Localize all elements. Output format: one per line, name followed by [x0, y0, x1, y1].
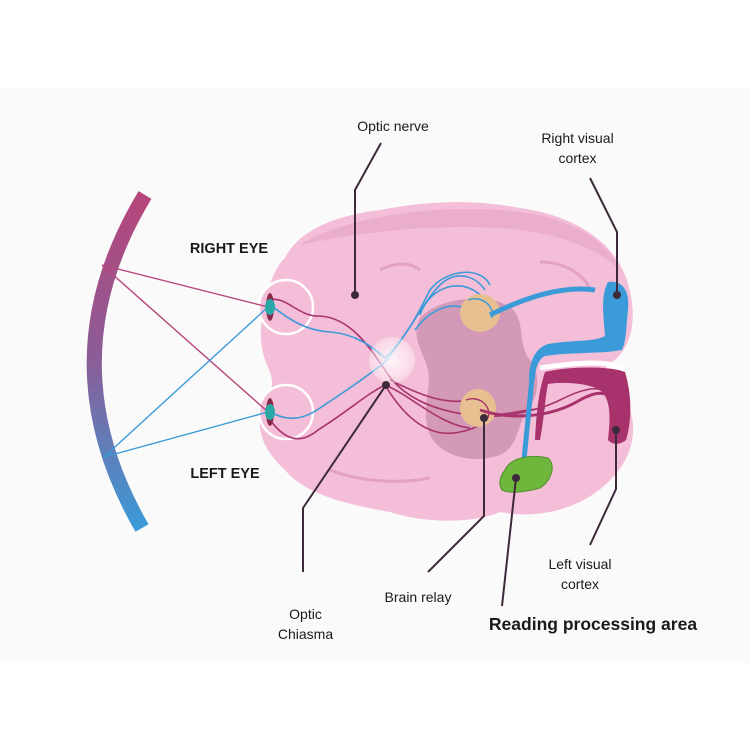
- brain-midline-notch: [539, 360, 627, 373]
- left-eye-label: LEFT EYE: [175, 464, 275, 485]
- right-cortex-to-reading-connector: [521, 377, 535, 461]
- leader-pins: [351, 291, 621, 482]
- optic-chiasma-line1: Optic: [289, 606, 322, 622]
- reading-area-pin: [512, 474, 520, 482]
- right-eye-text: RIGHT EYE: [189, 241, 269, 257]
- right-visual-cortex: [529, 281, 629, 380]
- optic-chiasma-pin: [382, 381, 390, 389]
- left-cortex-pin: [612, 426, 620, 434]
- right-visual-cortex-line1: Right visual: [541, 130, 614, 146]
- left-eye-text: LEFT EYE: [190, 466, 260, 482]
- leader-lines: [302, 142, 618, 607]
- reading-area-text: Reading processing area: [488, 614, 698, 634]
- brain: [259, 202, 634, 521]
- brain-shading: [300, 209, 620, 270]
- relay-nucleus-lower: [460, 389, 496, 427]
- left-visual-cortex-line2: cortex: [560, 576, 600, 593]
- right-optic-radiation: [488, 286, 596, 318]
- right-eye-label: RIGHT EYE: [170, 239, 288, 260]
- relay-nucleus-upper: [460, 294, 500, 332]
- optic-chiasma-line2: Chiasma: [277, 626, 334, 643]
- brain-relay-label: Brain relay: [368, 587, 468, 607]
- right-eye: [265, 293, 275, 321]
- brain-fissure: [539, 260, 592, 291]
- optic-chiasma: [369, 337, 415, 383]
- optic-nerve-pin: [351, 291, 359, 299]
- left-visual-cortex: [535, 367, 631, 444]
- brain-relay-pin: [480, 414, 488, 422]
- right-visual-cortex-line2: cortex: [558, 150, 597, 167]
- optic-nerve-text: Optic nerve: [357, 118, 429, 134]
- brain-fissure-3: [329, 468, 431, 483]
- reading-processing-area: [499, 456, 553, 493]
- right-visual-cortex-label: Right visual cortex: [515, 128, 640, 169]
- reading-area-label: Reading processing area: [478, 612, 708, 637]
- right-cortex-pin: [613, 291, 621, 299]
- inner-region: [416, 298, 538, 459]
- left-visual-cortex-label: Left visual cortex: [525, 554, 635, 595]
- right-eye-socket: [257, 278, 315, 336]
- visual-field-arc: [86, 191, 152, 532]
- brain-relay-text: Brain relay: [384, 589, 452, 605]
- brain-fissure-2: [379, 262, 421, 272]
- light-rays: [101, 264, 269, 458]
- optic-nerve-label: Optic nerve: [338, 116, 448, 136]
- left-eye: [265, 398, 275, 426]
- left-visual-cortex-line1: Left visual: [548, 556, 612, 572]
- optic-chiasma-label: Optic Chiasma: [258, 604, 353, 645]
